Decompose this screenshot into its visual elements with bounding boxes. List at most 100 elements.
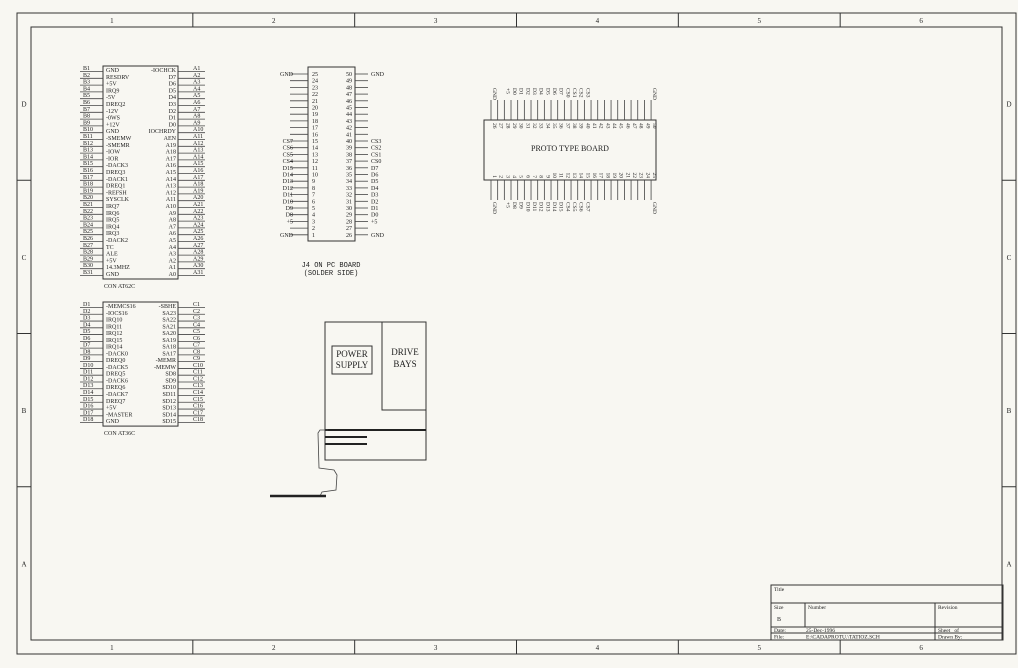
pin-signal: -DACK7 [106, 392, 128, 398]
title-label: Title [774, 587, 785, 593]
pin-signal: +5V [106, 258, 117, 264]
pin-number: 48 [346, 85, 352, 91]
pin-number: 2 [312, 226, 315, 232]
pin-number: 13 [571, 173, 577, 179]
pin-number: 11 [312, 166, 318, 172]
pin-number: 8 [312, 186, 315, 192]
pin-number: A7 [193, 107, 200, 113]
pin-number: 8 [538, 175, 544, 178]
pin-signal: -REFSH [106, 190, 127, 196]
pin-signal: D0 [169, 122, 176, 128]
pin-signal: DREQ2 [106, 102, 125, 108]
pin-signal: D3 [371, 193, 378, 199]
pin-number: A24 [193, 222, 203, 228]
pin-signal: SA19 [162, 338, 176, 344]
pin-signal: D10 [283, 199, 293, 205]
pin-number: 33 [538, 123, 544, 129]
pin-signal: A1 [169, 265, 176, 271]
pin-signal: +5 [371, 219, 377, 225]
pin-number: A20 [193, 195, 203, 201]
pin-signal: SD11 [163, 392, 176, 398]
pin-number: 31 [346, 199, 352, 205]
pin-number: 16 [591, 173, 597, 179]
column-label-bottom: 3 [434, 644, 438, 652]
pin-signal: SD10 [162, 385, 176, 391]
pin-number: C16 [193, 404, 203, 410]
pin-signal: ALE [106, 252, 118, 258]
pin-number: 20 [312, 106, 318, 112]
pin-signal: CS0 [371, 159, 381, 165]
pin-number: D12 [83, 376, 93, 382]
pin-signal: +5 [504, 88, 510, 94]
pin-signal: A9 [169, 211, 176, 217]
pin-number: 49 [644, 123, 650, 129]
column-label-bottom: 1 [110, 644, 114, 652]
pin-signal: D13 [283, 179, 293, 185]
pin-signal: -DACK6 [106, 378, 128, 384]
pin-number: A12 [193, 141, 203, 147]
drive-bays-label: DRIVE [391, 347, 419, 357]
column-label-bottom: 4 [596, 644, 600, 652]
pin-number: A6 [193, 100, 200, 106]
pin-number: 15 [312, 139, 318, 145]
pin-signal: GND [651, 202, 657, 214]
pin-signal: A3 [169, 252, 176, 258]
pin-number: C1 [193, 302, 200, 308]
pin-signal: D6 [371, 173, 378, 179]
pin-signal: D14 [283, 173, 293, 179]
pin-number: A19 [193, 188, 203, 194]
pin-number: B6 [83, 100, 90, 106]
pin-signal: 14.3MHZ [106, 265, 130, 271]
pin-number: D2 [83, 309, 90, 315]
pin-number: C7 [193, 343, 200, 349]
pin-number: C14 [193, 390, 203, 396]
pin-number: 25 [312, 72, 318, 78]
pin-number: 25 [651, 173, 657, 179]
pin-number: 9 [312, 179, 315, 185]
pin-number: 20 [618, 173, 624, 179]
pin-number: 28 [346, 219, 352, 225]
pin-number: 1 [312, 233, 315, 239]
pin-number: 17 [312, 126, 318, 132]
pin-signal: -SBHE [159, 304, 177, 310]
pin-signal: CS0 [564, 88, 570, 98]
pin-number: 29 [511, 123, 517, 129]
pin-signal: DREQ3 [106, 170, 125, 176]
pin-signal: D2 [524, 88, 530, 95]
pin-signal: A15 [166, 170, 176, 176]
pin-number: C18 [193, 417, 203, 423]
pin-number: C12 [193, 376, 203, 382]
pin-number: B21 [83, 202, 93, 208]
pin-number: 50 [346, 72, 352, 78]
pin-signal: CS2 [578, 88, 584, 98]
pin-number: 3 [312, 219, 315, 225]
column-label-top: 1 [110, 17, 114, 25]
pin-signal: D1 [518, 88, 524, 95]
pin-number: A28 [193, 250, 203, 256]
pin-number: 24 [644, 173, 650, 179]
pin-signal: D8 [511, 202, 517, 209]
pin-signal: IRQ14 [106, 345, 122, 351]
pin-signal: D9 [518, 202, 524, 209]
pin-number: B29 [83, 256, 93, 262]
file-value: E:\CADAPROTU.\TATIOZ.SCH [806, 635, 880, 641]
pin-number: B30 [83, 263, 93, 269]
proto-type-board: PROTO TYPE BOARD261GNDGND272283+5+5294D0… [483, 88, 657, 214]
pin-number: B15 [83, 161, 93, 167]
pin-number: 3 [504, 175, 510, 178]
pin-number: 16 [312, 132, 318, 138]
row-label-right: A [1006, 560, 1011, 568]
connector-body [102, 65, 179, 280]
pin-signal: D13 [544, 202, 550, 212]
pin-signal: IRQ5 [106, 218, 119, 224]
pin-signal: +5V [106, 406, 117, 412]
pin-number: D11 [83, 370, 93, 376]
pin-number: B20 [83, 195, 93, 201]
pin-signal: GND [280, 72, 294, 78]
pin-signal: +12V [106, 122, 120, 128]
chassis-outline [324, 321, 427, 461]
pin-signal: IRQ12 [106, 331, 122, 337]
pin-signal: D15 [283, 166, 293, 172]
pin-signal: CS1 [571, 88, 577, 98]
